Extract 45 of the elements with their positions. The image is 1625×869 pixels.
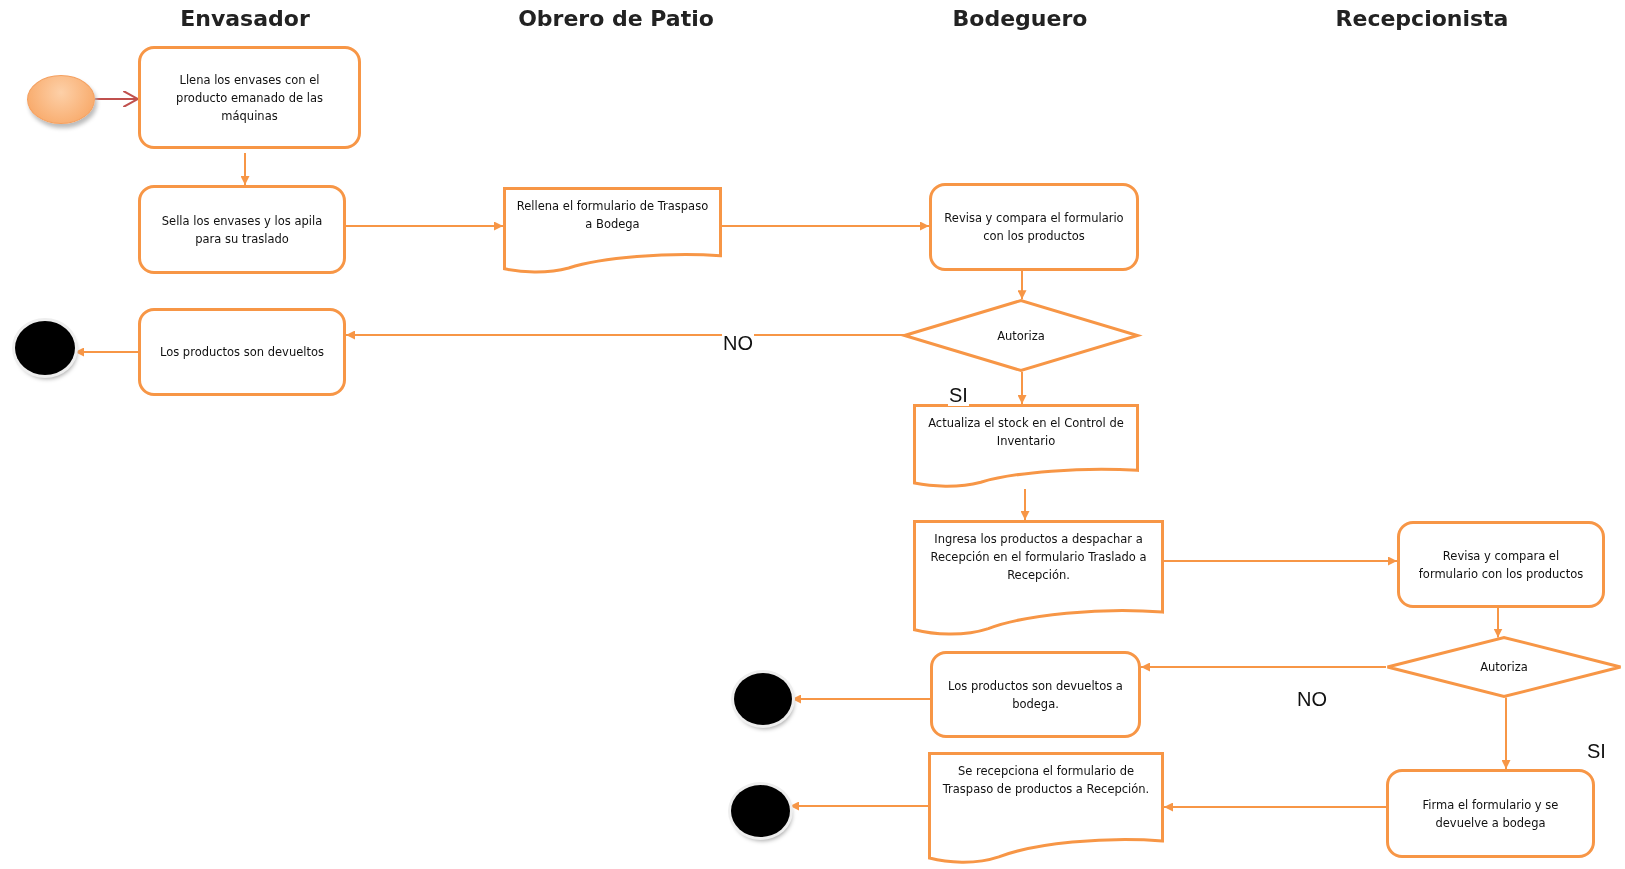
decision-diamond — [1386, 636, 1622, 698]
step-text: Sella los envases y los apila para su traslado — [160, 212, 324, 248]
process-box — [1397, 521, 1605, 608]
step-text: Ingresa los productos a despachar a Recepción en el formulario Traslado a Recepción. — [929, 531, 1148, 584]
document-shape — [913, 404, 1139, 489]
lane-header: Bodeguero — [952, 6, 1088, 31]
lane-header: Envasador — [180, 6, 310, 31]
arrow — [1493, 607, 1503, 639]
process-box — [930, 651, 1141, 738]
step-text: Llena los envases con el producto emanado de las máquinas — [175, 71, 324, 125]
step-text: Rellena el formulario de Traspaso a Bodega — [515, 198, 710, 233]
document-shape — [503, 187, 722, 275]
step-text: Se recepciona el formulario de Traspaso de productos a Recepción. — [941, 763, 1151, 798]
document-shape — [928, 752, 1164, 866]
arrow — [94, 90, 139, 108]
end-node — [734, 673, 792, 725]
step-text: Los productos son devueltos a bodega. — [947, 677, 1124, 713]
arrow — [345, 330, 906, 340]
decision-label: Autoriza — [1479, 659, 1529, 676]
arrow — [1163, 802, 1387, 812]
step-text: Revisa y compara el formulario con los productos — [943, 210, 1125, 245]
step-text: Firma el formulario y se devuelve a bodega — [1421, 796, 1560, 832]
arrow — [721, 221, 930, 231]
process-box — [1386, 769, 1595, 858]
arrow — [1020, 488, 1030, 521]
step-text: Actualiza el stock en el Control de Inventario — [927, 415, 1125, 450]
process-box — [138, 46, 361, 149]
end-node — [15, 321, 75, 375]
start-node — [27, 75, 95, 124]
arrow — [1017, 370, 1027, 405]
arrow — [1501, 696, 1511, 770]
document-shape — [913, 520, 1164, 638]
step-text: Los productos son devueltos — [158, 344, 326, 361]
process-box — [138, 185, 346, 274]
step-text: Revisa y compara el formulario con los productos — [1417, 547, 1585, 583]
process-box — [138, 308, 346, 396]
lane-header: Obrero de Patio — [518, 6, 714, 31]
arrow — [1140, 662, 1387, 672]
end-node — [731, 785, 790, 837]
arrow — [240, 152, 250, 186]
lane-header: Recepcionista — [1335, 6, 1509, 31]
arrow — [345, 221, 504, 231]
process-box — [929, 183, 1139, 271]
arrow — [1017, 270, 1027, 301]
arrow — [1163, 556, 1398, 566]
